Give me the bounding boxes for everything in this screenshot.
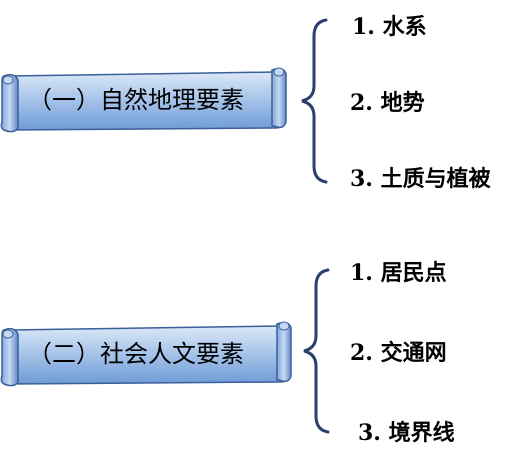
group-1-item-3: 3. 土质与植被: [350, 166, 491, 192]
brace-1: [301, 18, 328, 184]
scroll-1-shape: [0, 67, 287, 133]
group-2-item-2: 2. 交通网: [350, 340, 447, 366]
brace-2: [303, 268, 330, 434]
group-2-item-1: 1. 居民点: [350, 260, 447, 286]
group-1-title: （一）自然地理要素: [28, 86, 244, 114]
group-1-item-1: 1. 水系: [352, 14, 427, 40]
group-1-item-2: 2. 地势: [350, 90, 425, 116]
group-2-title: （二）社会人文要素: [28, 340, 244, 368]
scroll-2-shape: [0, 321, 292, 387]
group-2-item-3: 3. 境界线: [358, 420, 455, 446]
